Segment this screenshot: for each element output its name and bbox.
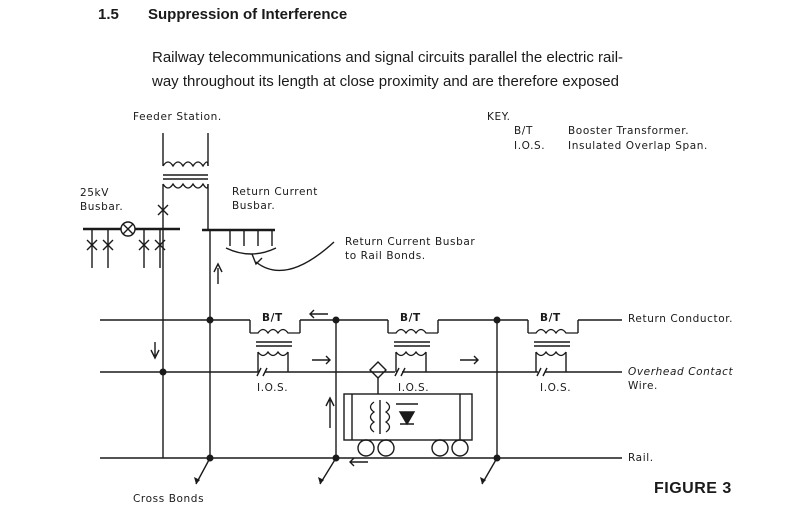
key-desc: Booster Transformer. <box>568 125 689 137</box>
overhead-wire-label: Overhead Contact <box>628 366 734 378</box>
ios-mark <box>256 367 548 377</box>
key-title: KEY. <box>487 111 511 123</box>
busbar-25kv-label: 25kV <box>80 187 109 199</box>
paragraph-line: way throughout its length at close proxi… <box>152 73 619 90</box>
key-desc: Insulated Overlap Span. <box>568 140 708 152</box>
figure-number: FIGURE 3 <box>654 480 732 497</box>
bt-label: B/T <box>400 312 421 324</box>
booster-transformer <box>249 320 301 372</box>
busbar-25kv <box>83 221 180 268</box>
return-current-busbar-label: Return Current <box>232 186 318 198</box>
ios-label: I.O.S. <box>398 382 429 394</box>
cross-bonds-label: Cross Bonds <box>133 493 204 505</box>
bt-label: B/T <box>262 312 283 324</box>
paragraph-line: Railway telecommunications and signal ci… <box>152 49 624 66</box>
booster-transformer <box>527 320 579 372</box>
rail-label: Rail. <box>628 452 654 464</box>
ios-label: I.O.S. <box>540 382 571 394</box>
locomotive <box>343 361 473 457</box>
key-abbr: I.O.S. <box>514 140 545 152</box>
return-current-busbar <box>202 228 335 284</box>
section-number: 1.5 <box>98 6 119 23</box>
return-conductor-label: Return Conductor. <box>628 313 733 325</box>
booster-transformer <box>387 320 439 372</box>
section-heading: 1.5 Suppression of Interference <box>98 6 347 23</box>
body-paragraph: Railway telecommunications and signal ci… <box>152 46 782 94</box>
feeder-transformer <box>157 133 209 320</box>
overhead-wire-label: Wire. <box>628 380 658 392</box>
rail-bonds-label: Return Current Busbar <box>345 236 475 248</box>
busbar-25kv-label: Busbar. <box>80 201 123 213</box>
junction-dots <box>159 316 501 462</box>
return-current-busbar-label: Busbar. <box>232 200 275 212</box>
bt-label: B/T <box>540 312 561 324</box>
ios-label: I.O.S. <box>257 382 288 394</box>
section-title: Suppression of Interference <box>148 6 348 23</box>
key-abbr: B/T <box>514 125 533 137</box>
current-arrows <box>309 309 479 467</box>
cross-bonds <box>194 457 498 485</box>
rail-bonds-label: to Rail Bonds. <box>345 250 426 262</box>
feeder-station-label: Feeder Station. <box>133 111 222 123</box>
